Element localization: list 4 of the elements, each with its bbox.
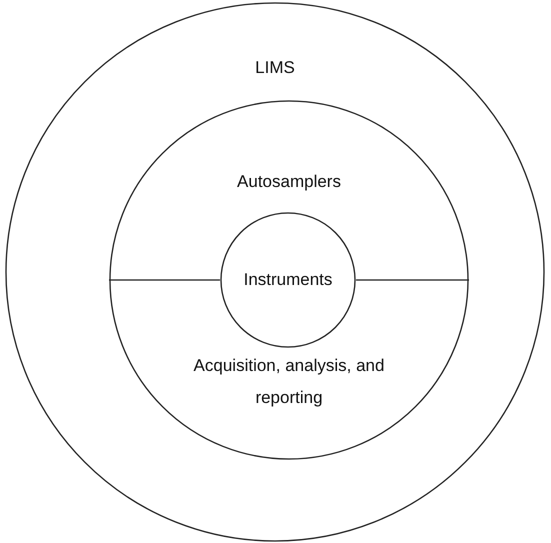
region-label: Autosamplers [236, 171, 342, 193]
region-label: LIMS [254, 57, 296, 79]
region-label: Instruments [242, 269, 334, 291]
region-label: Acquisition, analysis, and reporting [192, 355, 386, 409]
